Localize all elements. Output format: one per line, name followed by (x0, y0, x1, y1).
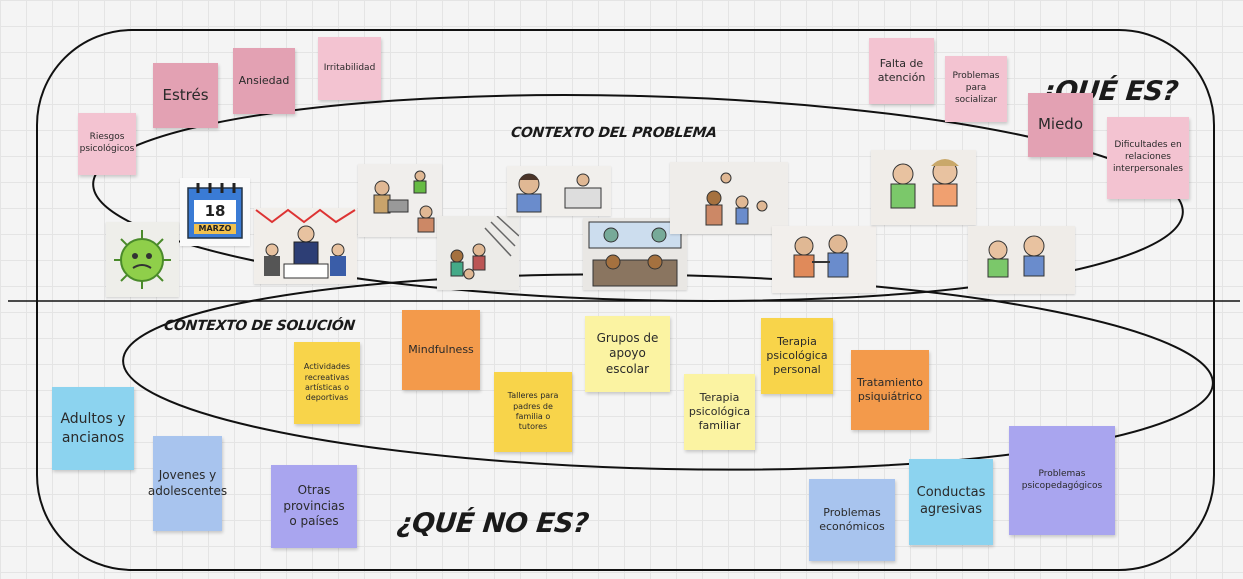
calendar-drawing[interactable]: 18 MARZO (180, 178, 250, 246)
family-drawing[interactable] (670, 162, 788, 234)
kids-sitting-drawing[interactable] (968, 226, 1075, 294)
sticky-note-miedo[interactable]: Miedo (1028, 93, 1093, 157)
problem-context-ellipse (92, 94, 1184, 302)
sticky-note-jovenes[interactable]: Jovenes y adolescentes (148, 436, 227, 531)
sticky-note-conductas[interactable]: Conductas agresivas (909, 459, 993, 545)
calendar-day-label: 18 (204, 202, 226, 220)
two-children-drawing[interactable] (871, 150, 976, 225)
sticky-note-irritabilidad[interactable]: Irritabilidad (318, 37, 381, 100)
problem-context-title: CONTEXTO DEL PROBLEMA (510, 125, 718, 141)
what-is-not-title: ¿QUÉ NO ES? (395, 508, 591, 539)
outer-boundary (36, 29, 1215, 571)
solution-context-title: CONTEXTO DE SOLUCIÓN (163, 318, 356, 334)
sticky-note-grupos[interactable]: Grupos de apoyo escolar (585, 316, 670, 392)
sticky-note-falta-atencion[interactable]: Falta de atención (869, 38, 934, 104)
sticky-note-actividades[interactable]: Actividades recreativas artísticas o dep… (294, 342, 360, 424)
sticky-note-psicopedagogicos[interactable]: Problemas psicopedagógicos (1009, 426, 1115, 535)
sticky-note-otras[interactable]: Otras provincias o países (271, 465, 357, 548)
sticky-note-estres[interactable]: Estrés (153, 63, 218, 128)
online-class-drawing[interactable] (507, 166, 611, 216)
sticky-note-adultos[interactable]: Adultos y ancianos (52, 387, 134, 470)
sticky-note-ansiedad[interactable]: Ansiedad (233, 48, 295, 114)
sticky-note-tratamiento[interactable]: Tratamiento psiquiátrico (851, 350, 929, 430)
sticky-note-riesgos[interactable]: Riesgos psicológicos (78, 113, 136, 175)
calendar-month-label: MARZO (198, 224, 232, 233)
video-call-drawing[interactable] (583, 218, 687, 290)
sticky-note-talleres[interactable]: Talleres para padres de familia o tutore… (494, 372, 572, 452)
home-office-drawing[interactable] (358, 164, 442, 237)
virus-drawing[interactable] (106, 222, 179, 297)
sticky-note-terapia-personal[interactable]: Terapia psicológica personal (761, 318, 833, 394)
playing-kids-drawing[interactable] (772, 226, 876, 293)
sticky-note-dificultades[interactable]: Dificultades en relaciones interpersonal… (1107, 117, 1189, 199)
sticky-note-problemas-socializar[interactable]: Problemas para socializar (945, 56, 1007, 122)
press-conference-drawing[interactable] (254, 208, 357, 284)
sticky-note-terapia-familiar[interactable]: Terapia psicológica familiar (684, 374, 755, 450)
sticky-note-mindfulness[interactable]: Mindfulness (402, 310, 480, 390)
classroom-drawing[interactable] (437, 216, 519, 290)
sticky-note-economicos[interactable]: Problemas económicos (809, 479, 895, 561)
